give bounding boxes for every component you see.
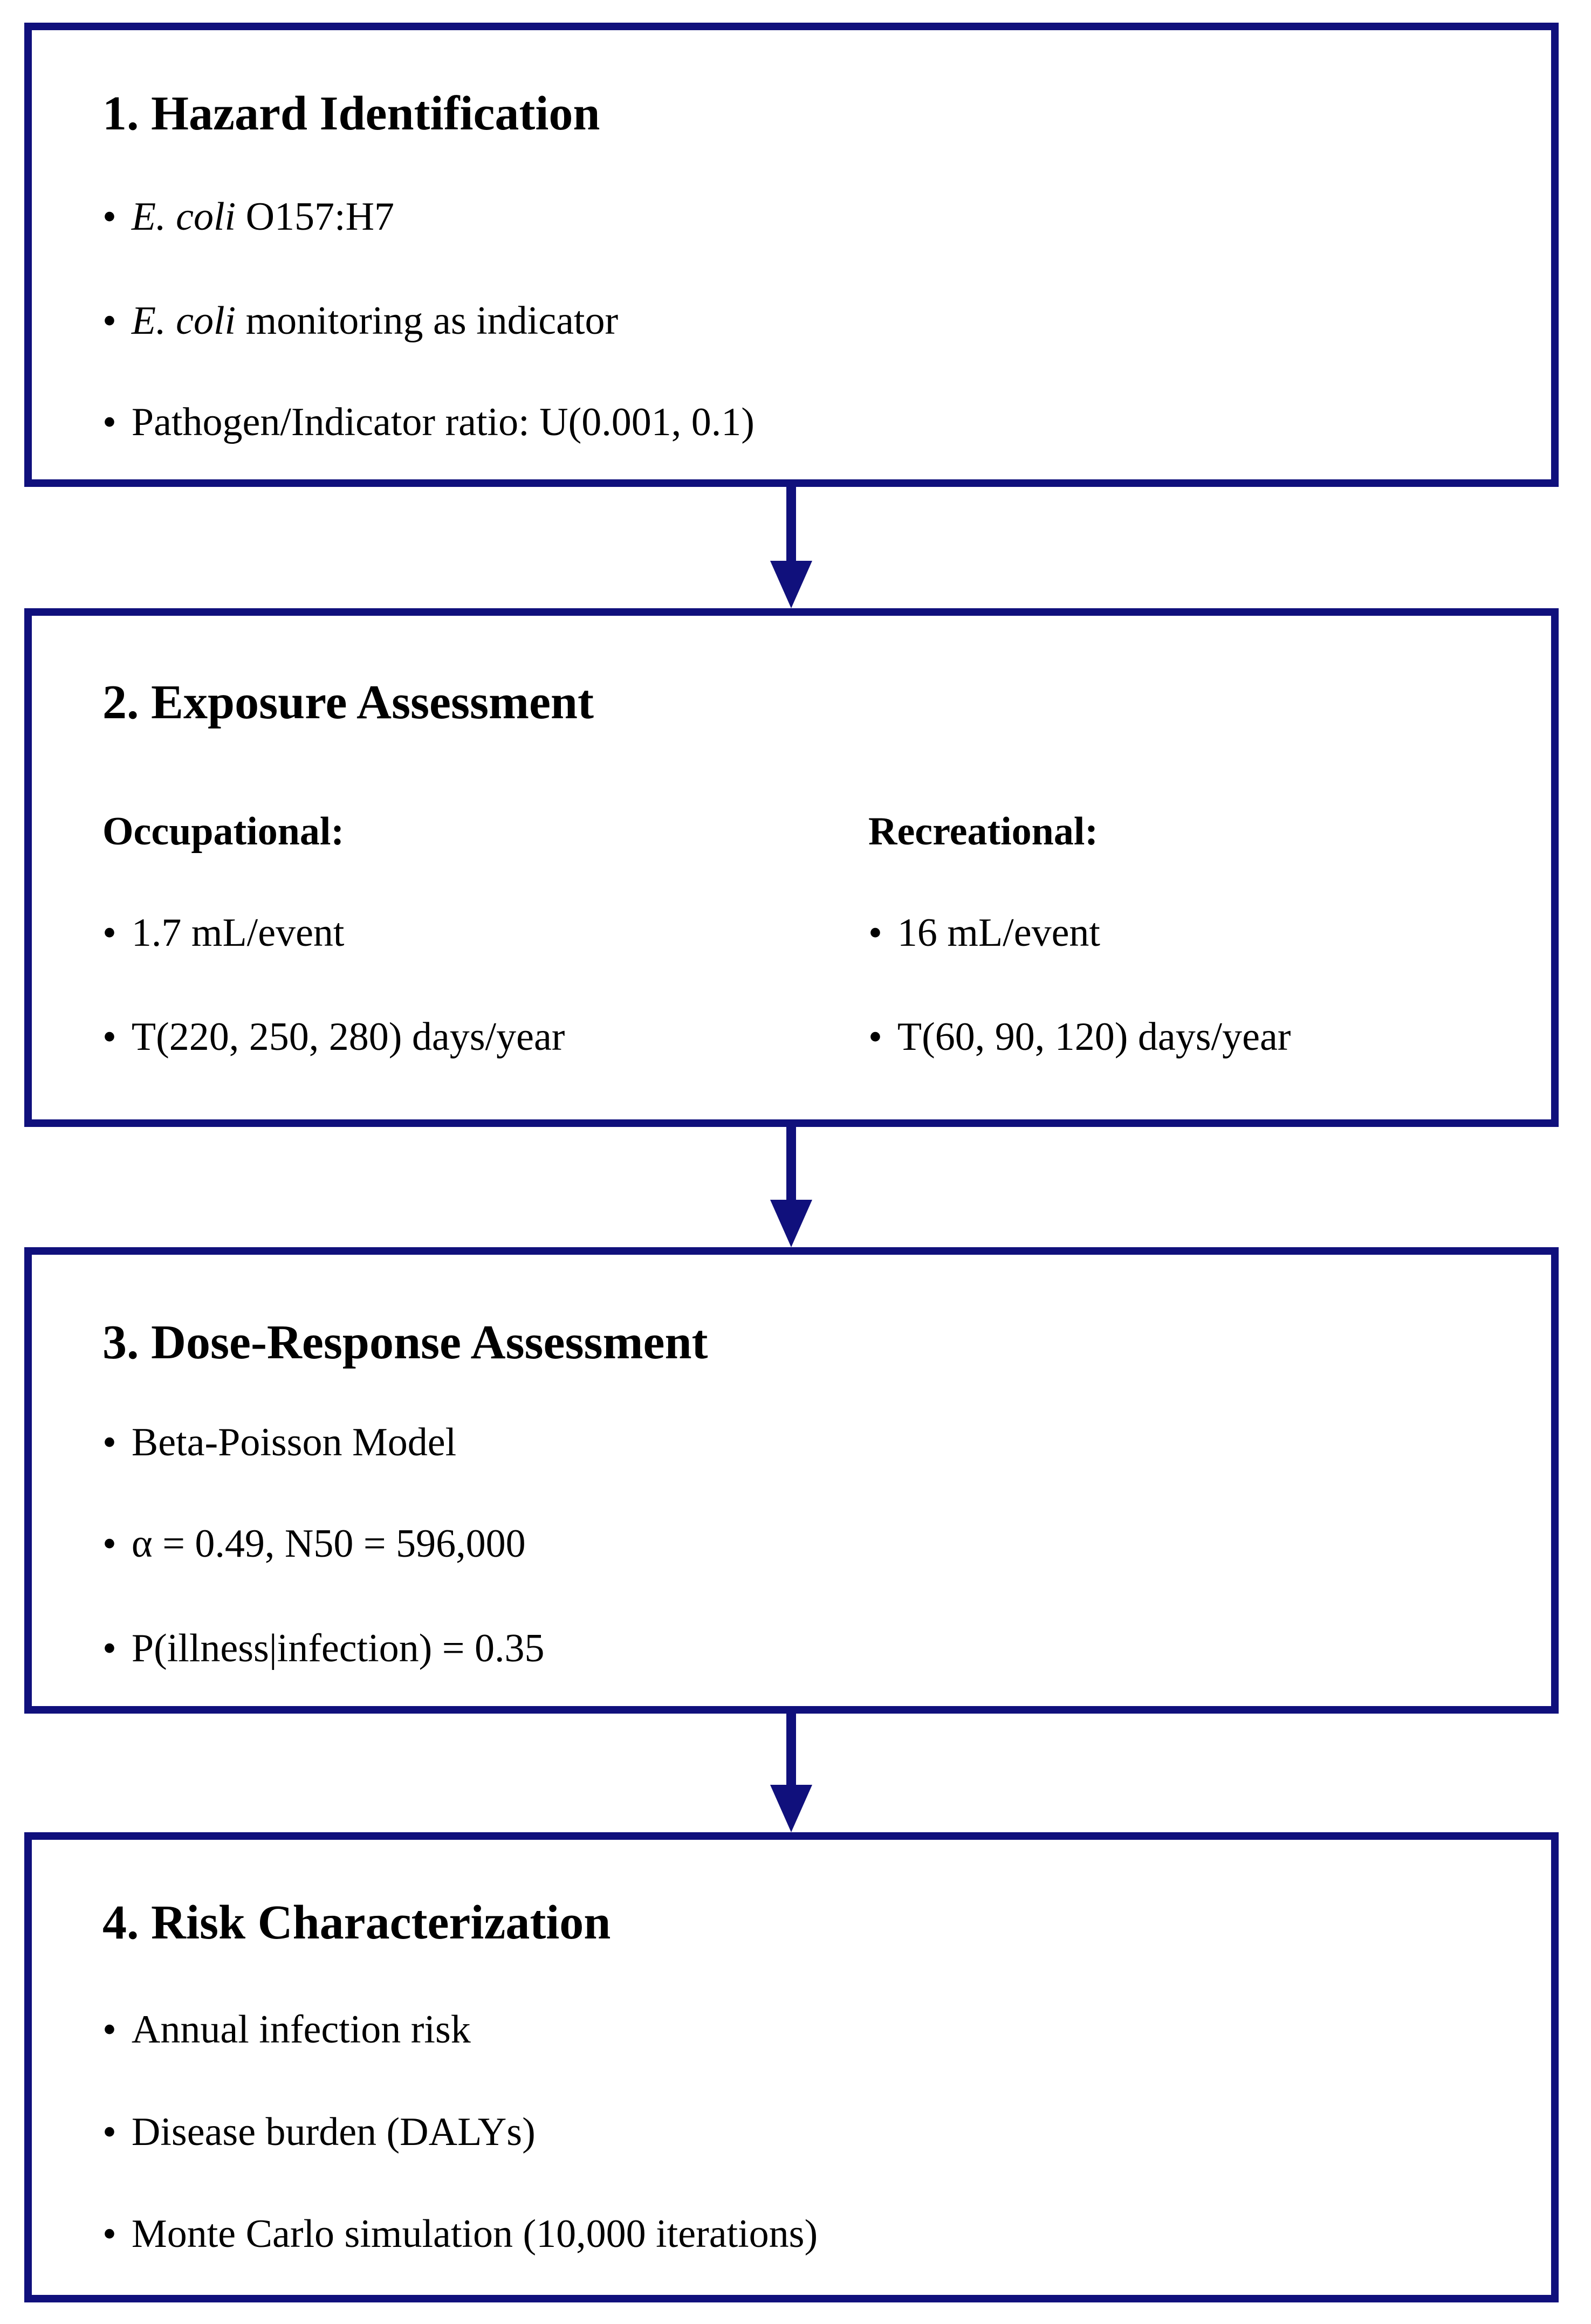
bullet-icon: •: [102, 911, 116, 955]
bullet-item: • T(60, 90, 120) days/year: [868, 1017, 1291, 1057]
flow-box-hazard-identification: 1. Hazard Identification • E. coli O157:H…: [24, 23, 1559, 487]
bullet-item: • 1.7 mL/event: [102, 913, 345, 953]
flow-box-risk-characterization: 4. Risk Characterization • Annual infecti…: [24, 1832, 1559, 2302]
flow-arrow-1: [770, 487, 812, 608]
bullet-item: • E. coli O157:H7: [102, 197, 394, 237]
bullet-text: T(220, 250, 280) days/year: [131, 1015, 565, 1059]
bullet-icon: •: [102, 1626, 116, 1670]
flow-arrow-2: [770, 1127, 812, 1247]
bullet-text: monitoring as indicator: [236, 299, 619, 343]
box-title: 3. Dose-Response Assessment: [102, 1316, 708, 1369]
flow-box-exposure-assessment: 2. Exposure Assessment Occupational: • 1.…: [24, 608, 1559, 1127]
bullet-text: O157:H7: [236, 195, 395, 239]
column-header-recreational: Recreational:: [868, 809, 1099, 854]
flow-box-dose-response-assessment: 3. Dose-Response Assessment • Beta-Poisso…: [24, 1247, 1559, 1714]
bullet-text: 1.7 mL/event: [131, 911, 345, 955]
bullet-icon: •: [102, 1522, 116, 1566]
box-title: 4. Risk Characterization: [102, 1896, 611, 1949]
bullet-text: Beta-Poisson Model: [131, 1420, 457, 1464]
bullet-item: • Pathogen/Indicator ratio: U(0.001, 0.1): [102, 402, 755, 442]
bullet-text: Pathogen/Indicator ratio: U(0.001, 0.1): [131, 400, 755, 444]
box-title: 1. Hazard Identification: [102, 87, 600, 140]
bullet-italic-text: E. coli: [131, 195, 236, 239]
bullet-item: • Monte Carlo simulation (10,000 iteratio…: [102, 2214, 818, 2254]
box-title: 2. Exposure Assessment: [102, 676, 594, 729]
bullet-text: Annual infection risk: [131, 2007, 471, 2052]
column-header-occupational: Occupational:: [102, 809, 345, 854]
bullet-icon: •: [102, 2007, 116, 2052]
bullet-icon: •: [868, 911, 882, 955]
bullet-item: • T(220, 250, 280) days/year: [102, 1017, 565, 1057]
bullet-item: • E. coli monitoring as indicator: [102, 301, 618, 341]
arrow-head-icon: [770, 1785, 812, 1832]
bullet-item: • α = 0.49, N50 = 596,000: [102, 1524, 526, 1564]
bullet-item: • P(illness|infection) = 0.35: [102, 1628, 545, 1668]
bullet-text: α = 0.49, N50 = 596,000: [131, 1522, 526, 1566]
bullet-icon: •: [102, 195, 116, 239]
bullet-text: T(60, 90, 120) days/year: [897, 1015, 1291, 1059]
bullet-text: Disease burden (DALYs): [131, 2110, 536, 2154]
flow-arrow-3: [770, 1714, 812, 1832]
bullet-item: • 16 mL/event: [868, 913, 1100, 953]
bullet-icon: •: [102, 400, 116, 444]
bullet-italic-text: E. coli: [131, 299, 236, 343]
bullet-item: • Annual infection risk: [102, 2010, 471, 2050]
arrow-head-icon: [770, 561, 812, 608]
bullet-icon: •: [102, 2212, 116, 2256]
bullet-icon: •: [102, 2110, 116, 2154]
bullet-text: 16 mL/event: [897, 911, 1100, 955]
bullet-icon: •: [102, 299, 116, 343]
bullet-icon: •: [102, 1015, 116, 1059]
bullet-item: • Disease burden (DALYs): [102, 2112, 536, 2152]
arrow-head-icon: [770, 1200, 812, 1247]
bullet-item: • Beta-Poisson Model: [102, 1422, 456, 1462]
bullet-icon: •: [102, 1420, 116, 1464]
bullet-icon: •: [868, 1015, 882, 1059]
bullet-text: Monte Carlo simulation (10,000 iteration…: [131, 2212, 818, 2256]
bullet-text: P(illness|infection) = 0.35: [131, 1626, 545, 1670]
